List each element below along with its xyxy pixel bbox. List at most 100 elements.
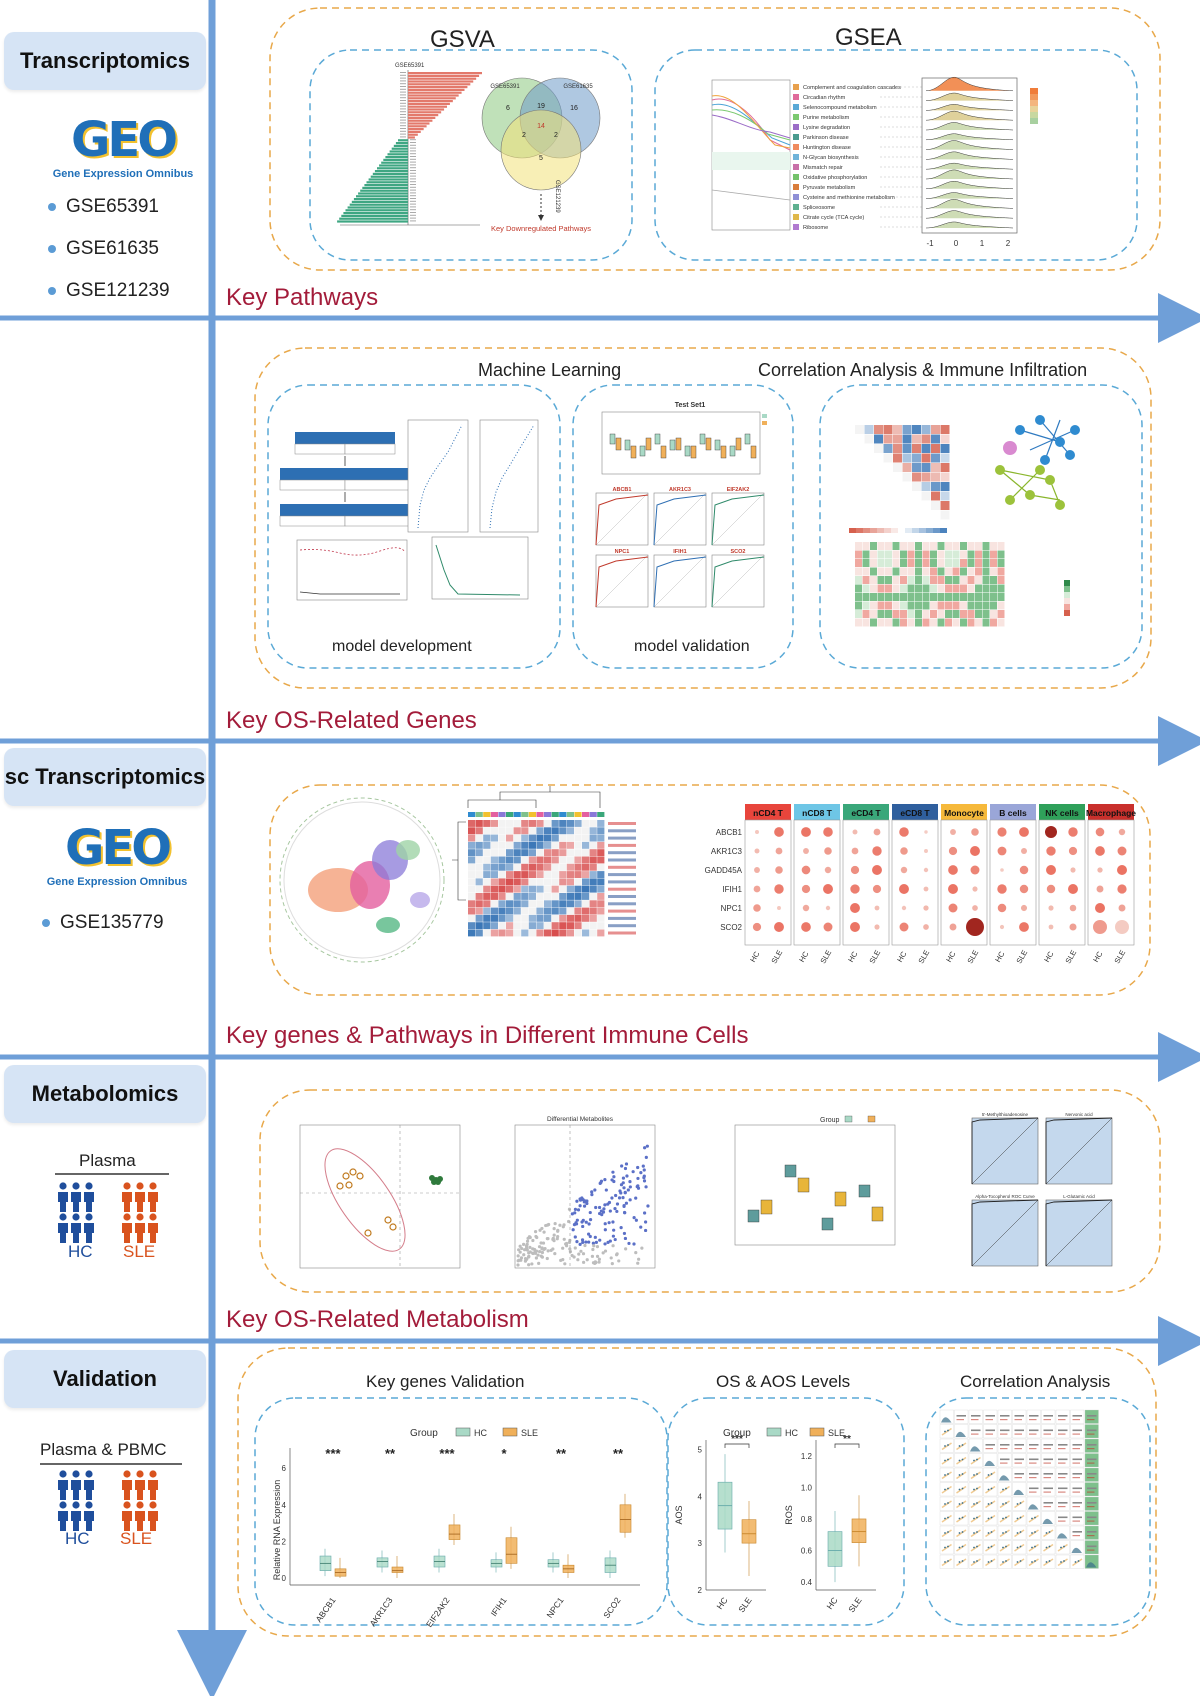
sc-heat-cell [513,820,521,827]
immune-heat-cell [975,576,982,584]
pair-cell [1084,1511,1099,1526]
sc-heat-cell [513,827,521,835]
ridge-density [925,151,1014,160]
pair-cell [983,1438,998,1453]
sc-heat-cell [498,841,506,849]
pair-cell [1070,1482,1085,1497]
stage-label-key-os-genes: Key OS-Related Genes [226,707,477,734]
sc-heat-cell [468,849,476,857]
gsea-legend-term: Complement and coagulation cascades [803,85,901,91]
immune-infiltration-heatmap [855,542,1070,627]
sc-heat-cell [468,871,476,878]
pair-fit-line [970,1529,981,1538]
volcano-point [542,1230,546,1234]
people-icons-metab [58,1182,158,1243]
dotplot-dot [753,885,761,893]
dotplot-dot [850,903,860,913]
sc-heat-annotation [475,812,483,817]
immune-heat-cell [960,542,967,550]
ridge-density [925,122,1014,131]
pair-point [958,1459,961,1462]
pair-point [1034,1516,1036,1519]
corr-cell [931,444,940,453]
os-group-label: SLE [736,1595,754,1614]
sc-heat-cell [475,929,483,937]
section-tab-metabolomics[interactable]: Metabolomics [4,1065,206,1123]
gsva-label-tick [410,142,416,143]
gsva-label-tick [410,156,416,157]
gsva-bar [372,172,408,175]
dotplot-dot [801,922,811,932]
sc-heat-cell [544,849,552,857]
corr-cell [912,463,921,472]
pair-corr-text [1014,1429,1024,1432]
sc-heat-cell [506,893,514,900]
sc-heat-cell [582,907,590,915]
immune-heat-cell [907,542,915,550]
sc-heat-cell [559,929,567,937]
model-dev-frame [267,384,561,669]
volcano-point [622,1186,626,1190]
immune-heat-cell [922,601,930,610]
volcano-point [636,1176,640,1181]
pair-corr-text [1000,1419,1008,1421]
os-significance: *** [731,1434,743,1445]
gsva-bar [408,105,447,108]
gsva-label-tick [410,206,416,208]
gsva-label-tick [400,83,406,85]
sc-heat-cell [559,863,567,871]
dotplot-dot [923,886,929,892]
val-corr-frame [925,1397,1151,1626]
gsva-bar [383,158,408,161]
pair-cell [1026,1438,1041,1453]
pair-point [987,1561,990,1563]
pair-point [947,1473,949,1475]
sc-heat-cell [559,893,567,900]
val-gene-label: EIF2AK2 [424,1595,452,1629]
sc-heat-cell [566,914,574,922]
sc-heat-cell [559,820,567,827]
pair-corr-text [1014,1458,1024,1461]
dotplot-group-label: HC [846,949,860,963]
pair-corr-text [1058,1433,1066,1435]
metab-box-sle [760,1199,773,1215]
gsva-label-tick [410,170,416,171]
section-tab-sc-transcriptomics[interactable]: sc Transcriptomics [4,748,206,806]
gsva-label-tick [400,86,406,87]
person-icon-body [71,1192,81,1212]
corr-cell [883,434,893,444]
sc-heat-cell [566,820,574,827]
volcano-point [617,1259,621,1263]
section-tab-transcriptomics[interactable]: Transcriptomics [4,32,206,90]
volcano-point [643,1228,648,1233]
sc-heat-cell [559,871,567,878]
sc-heat-cell [574,893,582,900]
immune-heat-cell [967,618,975,627]
immune-heat-cell [922,550,930,559]
sc-heat-cell [513,871,521,878]
dotplot-dot [972,905,978,911]
section-tab-validation[interactable]: Validation [4,1350,206,1408]
pair-corr-text [1058,1419,1066,1421]
immune-heat-cell [952,550,960,559]
dotplot-dot [923,867,929,873]
roc-gene-label: EIF2AK2 [727,487,750,493]
pair-point [944,1532,946,1534]
immune-heat-cell [877,559,885,567]
gsva-label-tick [410,175,416,177]
stage-label-key-pathways: Key Pathways [226,284,379,311]
metab-roc-diagonal [1045,1199,1113,1267]
pair-corr-text [1043,1458,1053,1461]
gsva-bar [381,161,408,164]
gsva-bar [353,198,408,201]
volcano-point [578,1204,582,1208]
gsva-label-tick [400,94,406,96]
immune-heat-cell [877,593,885,601]
sc-heat-cell [483,863,491,871]
volcano-point [523,1256,528,1261]
dotplot-cell-label: B cells [999,808,1027,818]
pair-point [987,1503,990,1505]
volcano-point [623,1236,628,1241]
sc-heat-annotation [597,812,605,817]
gsva-label-tick [410,214,416,216]
